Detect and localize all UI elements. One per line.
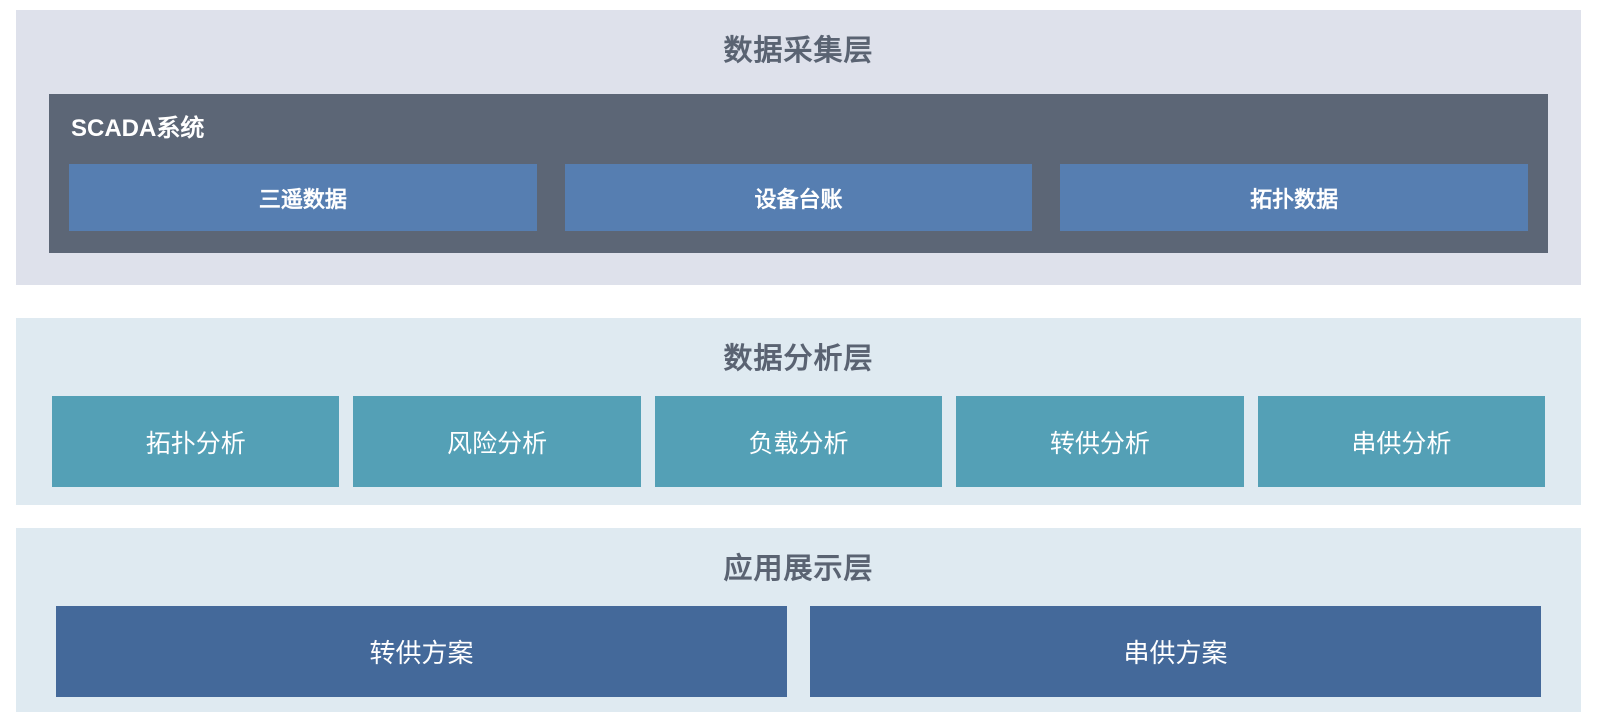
panel-data-collection-layer: 数据采集层 SCADA系统 三遥数据 设备台账 拓扑数据 [16,10,1581,285]
box-risk-analysis: 风险分析 [353,396,641,487]
box-series-supply-plan: 串供方案 [810,606,1541,697]
data-analysis-layer-title: 数据分析层 [723,343,874,375]
analysis-boxes-row: 拓扑分析 风险分析 负载分析 转供分析 串供分析 [52,396,1546,487]
scada-boxes-row: 三遥数据 设备台账 拓扑数据 [69,164,1529,231]
box-telemetry-data: 三遥数据 [69,164,537,231]
scada-system-container: SCADA系统 三遥数据 设备台账 拓扑数据 [49,94,1548,253]
application-boxes-row: 转供方案 串供方案 [56,606,1541,697]
panel-data-analysis-layer: 数据分析层 拓扑分析 风险分析 负载分析 转供分析 串供分析 [16,318,1581,505]
panel-application-display-layer: 应用展示层 转供方案 串供方案 [16,528,1581,712]
box-topology-analysis: 拓扑分析 [52,396,340,487]
box-series-supply-analysis: 串供分析 [1257,396,1546,487]
box-transfer-supply-plan: 转供方案 [56,606,787,697]
box-equipment-ledger: 设备台账 [564,164,1033,231]
data-collection-layer-title: 数据采集层 [723,35,874,67]
box-transfer-supply-analysis: 转供分析 [956,396,1244,487]
box-topology-data: 拓扑数据 [1060,164,1529,231]
scada-system-label: SCADA系统 [71,115,205,142]
application-display-layer-title: 应用展示层 [723,553,874,585]
box-load-analysis: 负载分析 [654,396,943,487]
